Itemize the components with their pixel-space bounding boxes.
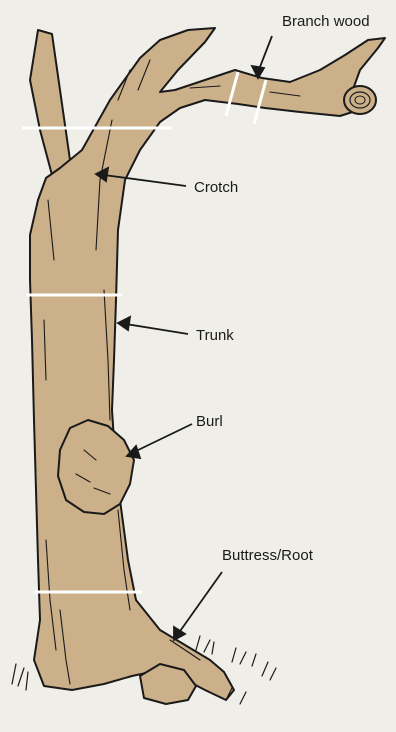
label-trunk: Trunk bbox=[196, 327, 234, 344]
label-branch-wood: Branch wood bbox=[282, 13, 370, 30]
label-buttress-root: Buttress/Root bbox=[222, 547, 314, 564]
branch-end-section bbox=[344, 86, 376, 114]
label-burl: Burl bbox=[196, 413, 223, 430]
label-crotch: Crotch bbox=[194, 179, 238, 196]
